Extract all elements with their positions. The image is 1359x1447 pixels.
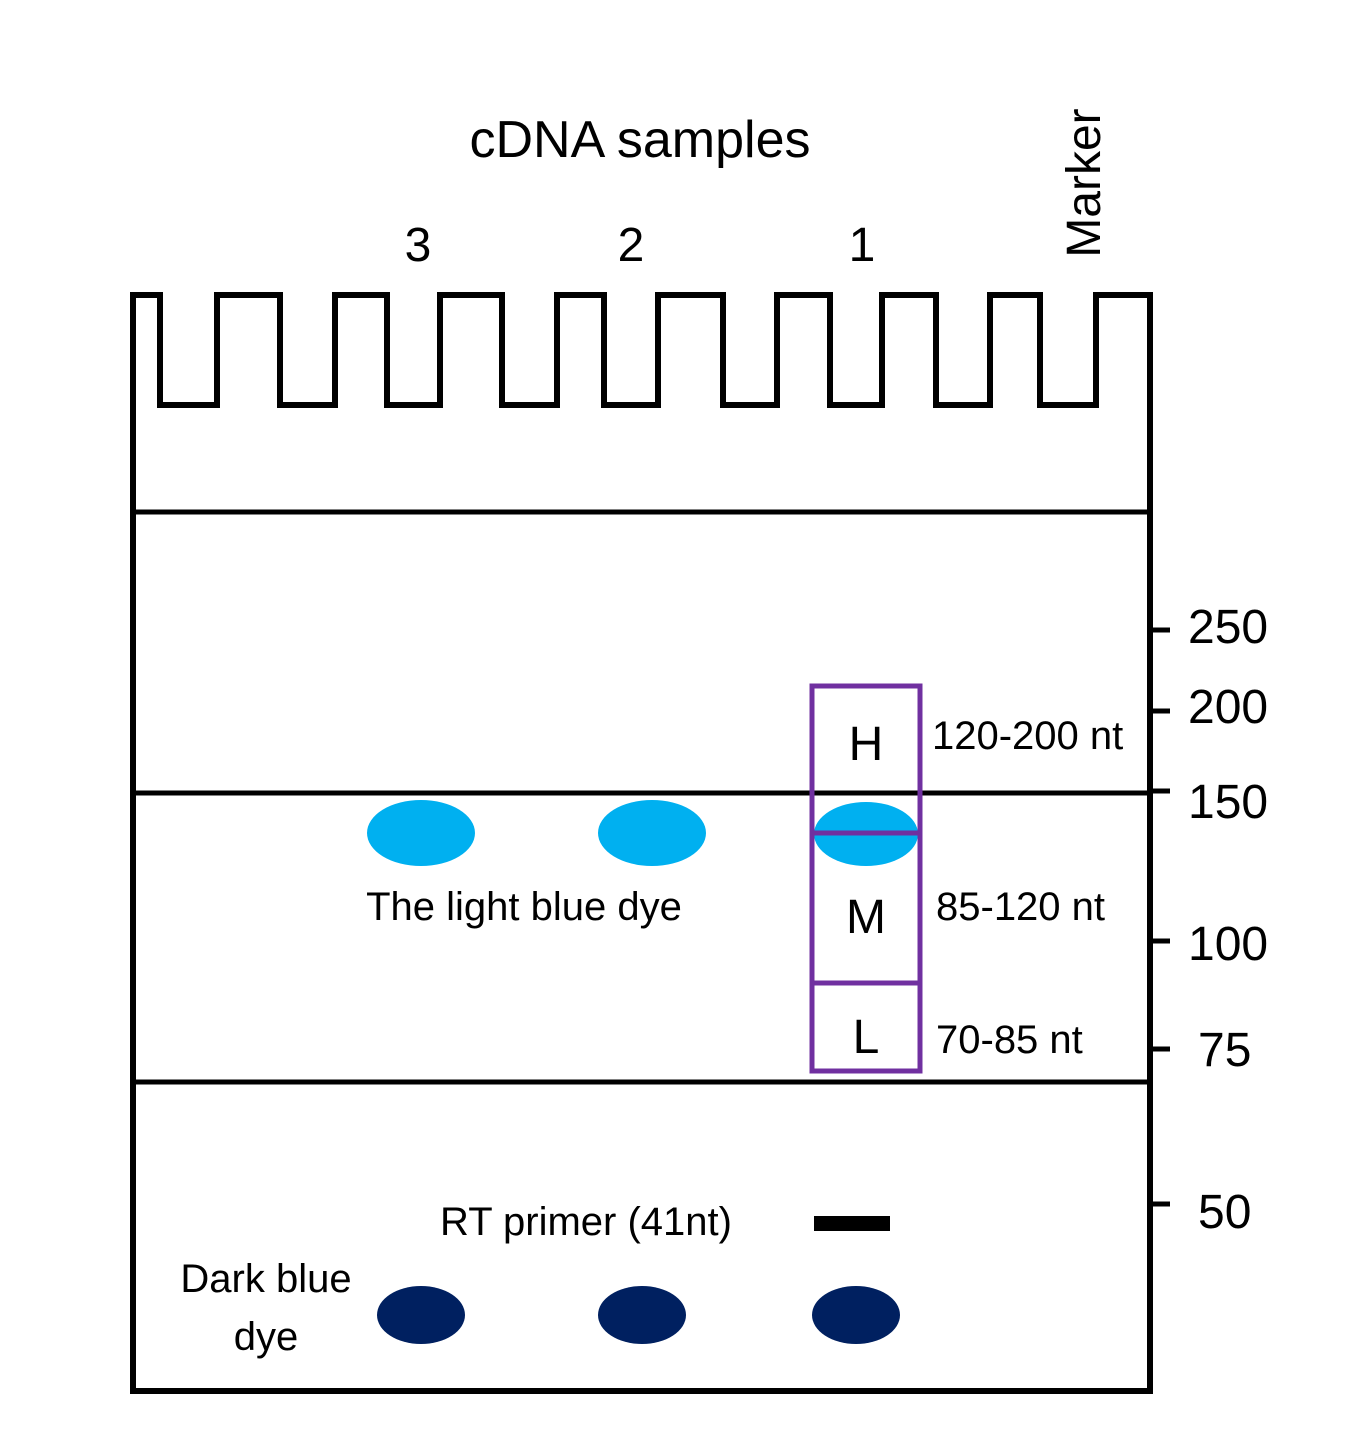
box-h-letter: H <box>849 718 884 771</box>
ladder-label-250: 250 <box>1188 601 1268 654</box>
ladder-label-150: 150 <box>1188 776 1268 829</box>
box-l <box>809 980 923 1074</box>
lane-label-2: 2 <box>618 219 645 272</box>
dark-blue-dye-label-line1: Dark blue <box>180 1257 351 1301</box>
size-selection-boxes: H M L 120-200 nt 85-120 nt 70-85 nt <box>809 683 1123 1074</box>
box-h-range: 120-200 nt <box>932 714 1123 758</box>
light-blue-dye-lane-2 <box>598 800 706 866</box>
box-l-letter: L <box>853 1011 880 1064</box>
light-blue-dye-label: The light blue dye <box>366 885 682 929</box>
box-l-range: 70-85 nt <box>936 1018 1083 1062</box>
gel-outline <box>130 292 1153 1394</box>
light-blue-dye-lane-3 <box>367 800 475 866</box>
dark-blue-dye-lane-3 <box>377 1286 465 1344</box>
rt-primer-band <box>814 1216 890 1231</box>
ladder-label-200: 200 <box>1188 681 1268 734</box>
box-m-letter: M <box>846 891 886 944</box>
ladder-label-50: 50 <box>1198 1186 1251 1239</box>
marker-lane-label: Marker <box>1058 108 1111 257</box>
ladder-label-75: 75 <box>1198 1024 1251 1077</box>
ladder-scale: 250 200 150 100 75 50 <box>1150 601 1268 1239</box>
dark-blue-dye-label-line2: dye <box>234 1315 299 1359</box>
dark-blue-dye-lane-1 <box>812 1286 900 1344</box>
lane-label-3: 3 <box>405 219 432 272</box>
rt-primer-label: RT primer (41nt) <box>440 1200 732 1244</box>
box-m-range: 85-120 nt <box>936 885 1105 929</box>
lane-label-1: 1 <box>849 219 876 272</box>
dark-blue-dye-lane-2 <box>598 1286 686 1344</box>
ladder-label-100: 100 <box>1188 918 1268 971</box>
diagram-title: cDNA samples <box>470 111 811 169</box>
